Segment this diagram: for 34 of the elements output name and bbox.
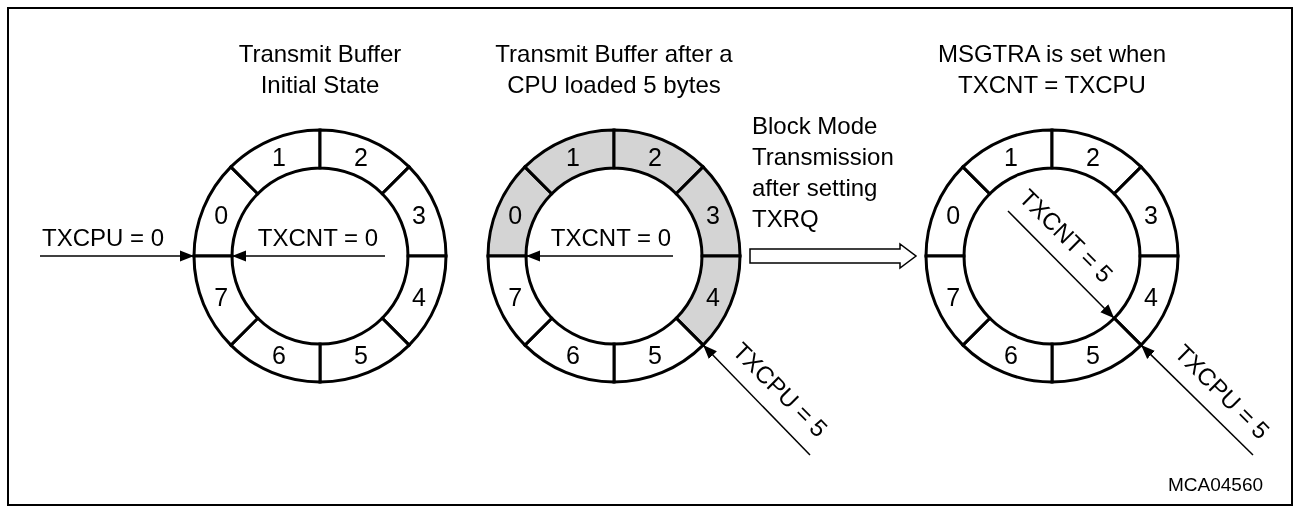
- arrow: [1007, 210, 1115, 319]
- buffer-heading: Transmit Buffer after a CPU loaded 5 bytes: [494, 39, 734, 100]
- buffer-slot: 4: [380, 254, 448, 347]
- buffer-slot: 6: [523, 316, 616, 384]
- buffer-slot: 6: [229, 316, 322, 384]
- buffer-slot: 5: [318, 316, 411, 384]
- edge-label: Block Mode Transmission after setting TXRQ: [752, 111, 895, 234]
- buffer-slot: 2: [1050, 128, 1143, 196]
- buffer-slot: 7: [192, 254, 260, 347]
- buffer-slot: 7: [486, 254, 554, 347]
- arrow: [231, 250, 386, 262]
- arrow: [525, 250, 674, 262]
- buffer-slot: 1: [229, 128, 322, 196]
- buffer-slot: 0: [924, 165, 992, 258]
- arrow: [702, 344, 811, 456]
- buffer-slot: 3: [674, 165, 742, 258]
- buffer-slot: 5: [612, 316, 705, 384]
- buffer-slot: 4: [674, 254, 742, 347]
- buffer-slot: 1: [523, 128, 616, 196]
- buffer-slot: 3: [380, 165, 448, 258]
- arrow: [39, 250, 195, 262]
- buffer-heading: MSGTRA is set when TXCNT = TXCPU: [936, 39, 1168, 100]
- pointer-label: TXCPU = 0: [38, 224, 168, 252]
- arrow: [1140, 344, 1254, 456]
- figure-code: MCA04560: [1168, 474, 1264, 496]
- block-arrow: [749, 242, 918, 270]
- buffer-slot: 5: [1050, 316, 1143, 384]
- buffer-heading: Transmit Buffer Initial State: [237, 39, 403, 100]
- buffer-slot: 2: [318, 128, 411, 196]
- buffer-slot: 2: [612, 128, 705, 196]
- buffer-slot: 7: [924, 254, 992, 347]
- buffer-slot: 6: [961, 316, 1054, 384]
- buffer-slot: 3: [1112, 165, 1180, 258]
- buffer-slot: 4: [1112, 254, 1180, 347]
